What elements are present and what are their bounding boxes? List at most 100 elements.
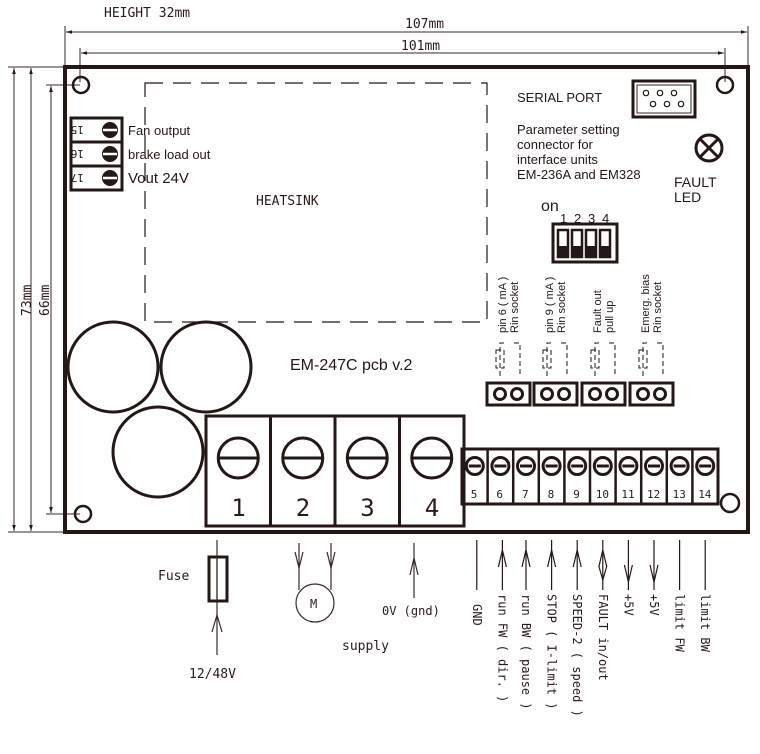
mounting-hole-bottom-left	[73, 504, 93, 524]
signal-wire-13: limit FW	[673, 540, 687, 653]
signal-terminal-7[interactable]: 7	[511, 449, 536, 504]
height-inner-label: 66mm	[38, 285, 53, 316]
jumper-2[interactable]: pin 9 ( mA )Rin socket	[532, 277, 579, 407]
power-terminal-number: 4	[425, 494, 439, 522]
signal-terminal-5[interactable]: 5	[464, 456, 485, 502]
capacitor-2	[159, 320, 253, 414]
signal-wire-12: +5V	[647, 540, 661, 616]
serial-port-connector[interactable]	[631, 79, 697, 119]
serial-desc-3: interface units	[517, 152, 598, 167]
fault-led-label-2: LED	[674, 189, 701, 205]
dip-number: 3	[588, 211, 595, 226]
fuse-icon	[207, 555, 229, 603]
signal-wire-6: run FW ( dir. )	[495, 540, 509, 702]
dip-number: 1	[560, 211, 567, 226]
signal-label: run BW ( pause )	[519, 594, 533, 710]
dip-switch-4[interactable]	[598, 228, 612, 259]
jumper-1[interactable]: pin 6 ( mA )Rin socket	[485, 277, 532, 407]
screw-icon	[644, 456, 664, 476]
side-terminal-16[interactable]: 16 brake load out	[69, 140, 211, 168]
jumper-label-2: Rin socket	[509, 282, 521, 333]
ground-wiring	[409, 543, 419, 598]
signal-wire-14: limit BW	[698, 540, 712, 653]
signal-terminal-number: 9	[573, 488, 580, 501]
signal-terminal-number: 11	[621, 488, 634, 501]
screw-icon	[567, 456, 588, 476]
power-terminal-3[interactable]: 3	[333, 416, 389, 526]
signal-wire-5: GND	[470, 540, 484, 626]
signal-label: FAULT in/out	[596, 594, 610, 681]
jumper-label-2: pull up	[604, 301, 616, 333]
signal-wire-10: FAULT in/out	[596, 540, 610, 681]
jumper-pin	[493, 387, 507, 401]
capacitor-1	[66, 320, 160, 414]
supply-label: supply	[342, 639, 389, 654]
signal-label: SPEED-2 ( speed )	[570, 594, 584, 717]
screw-icon	[490, 456, 511, 476]
signal-terminal-number: 6	[496, 488, 503, 501]
signal-terminal-9[interactable]: 9	[563, 449, 588, 504]
signal-terminal-10[interactable]: 10	[588, 449, 613, 504]
jumper-label-1: pin 6 ( mA )	[497, 277, 509, 333]
signal-terminal-number: 14	[698, 488, 712, 501]
signal-label: GND	[470, 604, 484, 626]
power-terminal-1[interactable]: 1	[216, 436, 260, 522]
signal-terminal-8[interactable]: 8	[537, 449, 562, 504]
power-terminal-number: 1	[231, 494, 245, 522]
mounting-hole-top-right	[715, 75, 735, 95]
power-terminal-2[interactable]: 2	[269, 416, 325, 526]
serial-pin	[663, 100, 671, 108]
serial-desc-2: connector for	[517, 137, 594, 152]
signal-terminal-13[interactable]: 13	[665, 449, 690, 504]
signal-terminal-number: 5	[471, 488, 478, 501]
power-terminal-4[interactable]: 4	[398, 416, 454, 526]
jumper-pin	[605, 387, 619, 401]
dip-switch-3[interactable]	[584, 228, 598, 259]
side-terminal-number: 16	[71, 147, 84, 160]
signal-terminal-11[interactable]: 11	[614, 449, 639, 504]
screw-icon	[592, 456, 613, 476]
heatsink-outline	[144, 82, 488, 323]
signal-terminal-6[interactable]: 6	[486, 449, 511, 504]
side-terminal-number: 17	[71, 171, 84, 184]
fuse-label: Fuse	[158, 569, 189, 584]
signal-wire-9: SPEED-2 ( speed )	[570, 540, 584, 717]
board-title: EM-247C pcb v.2	[290, 357, 413, 374]
motor-icon	[295, 583, 335, 623]
dip-number: 4	[602, 211, 609, 226]
serial-desc-1: Parameter setting	[517, 122, 620, 137]
signal-terminal-14[interactable]: 14	[691, 449, 716, 504]
screw-icon	[669, 456, 690, 476]
dip-number: 2	[574, 211, 581, 226]
side-terminal-17[interactable]: 17 Vout 24V	[69, 164, 189, 192]
serial-pin	[642, 89, 650, 97]
jumper-pin	[510, 387, 524, 401]
serial-desc-4: EM-236A and EM328	[517, 167, 641, 182]
screw-icon	[541, 456, 562, 476]
height-outer-label: 73mm	[20, 285, 35, 316]
power-terminal-number: 3	[360, 494, 374, 522]
side-terminal-label: brake load out	[128, 147, 211, 162]
signal-terminal-12[interactable]: 12	[639, 449, 664, 504]
signal-label: run FW ( dir. )	[495, 594, 509, 702]
jumper-pin	[636, 387, 650, 401]
signal-wire-7: run BW ( pause )	[519, 540, 533, 710]
dip-switch-2[interactable]	[570, 228, 584, 259]
dip-switch[interactable]	[551, 222, 619, 264]
ground-label: 0V (gnd)	[382, 604, 440, 618]
signal-label: +5V	[647, 594, 661, 616]
signal-wire-11: +5V	[621, 540, 635, 616]
jumper-label-2: Rin socket	[556, 282, 568, 333]
dip-switch-1[interactable]	[556, 228, 570, 259]
jumper-label-1: pin 9 ( mA )	[544, 277, 556, 333]
width-inner-label: 101mm	[401, 39, 440, 54]
side-terminal-number: 15	[71, 123, 84, 136]
side-terminal-label: Vout 24V	[128, 170, 189, 187]
